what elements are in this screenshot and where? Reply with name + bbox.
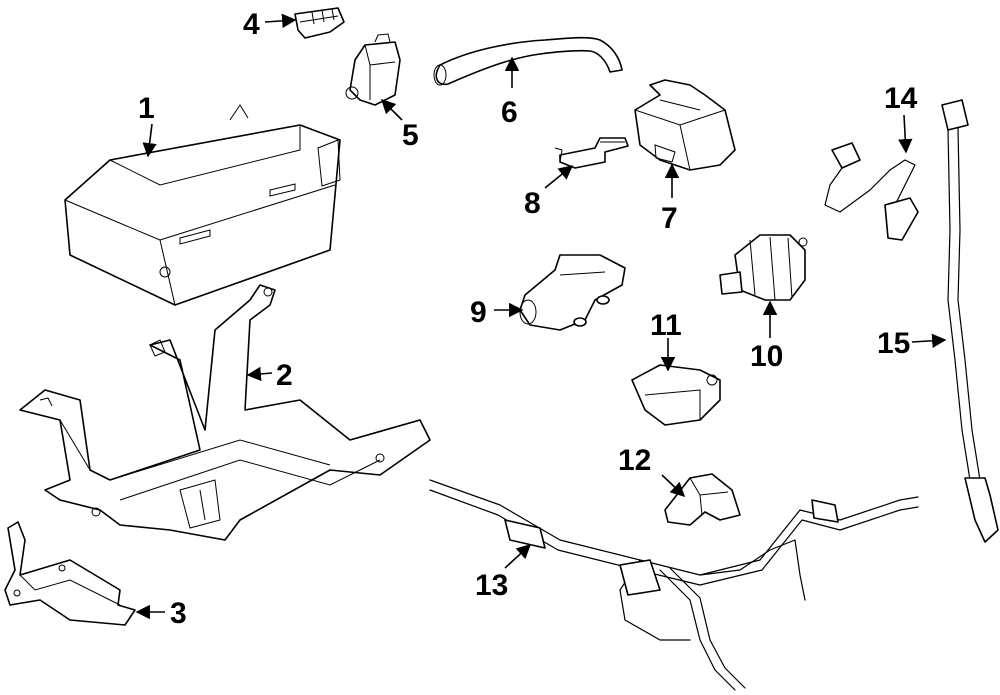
- part-1-canister: [64, 104, 341, 306]
- part-4-clip: [294, 7, 345, 39]
- callout-15: 15: [877, 327, 910, 360]
- part-13-harness: [429, 479, 919, 691]
- callout-2: 2: [276, 359, 293, 392]
- callout-labels: 1 2 3 4 5 6 7 8 9 10 11 12 13 14 15: [138, 8, 918, 630]
- part-15-sensor: [941, 99, 999, 543]
- callout-5: 5: [402, 119, 419, 152]
- callout-3: 3: [170, 597, 187, 630]
- part-10-pump: [719, 234, 808, 301]
- part-14-sensor: [824, 142, 919, 241]
- callout-7: 7: [661, 202, 678, 235]
- part-9-valve: [519, 254, 626, 331]
- callout-1: 1: [138, 92, 155, 125]
- leader-lines: [135, 13, 947, 620]
- callout-6: 6: [501, 96, 518, 129]
- callout-12: 12: [618, 444, 651, 477]
- callout-4: 4: [243, 8, 260, 41]
- callout-10: 10: [750, 340, 783, 373]
- part-7-solenoid: [634, 79, 736, 171]
- callout-9: 9: [470, 296, 487, 329]
- callout-13: 13: [475, 569, 508, 602]
- callout-14: 14: [884, 82, 918, 115]
- part-3-bracket: [4, 521, 136, 626]
- part-6-hose: [433, 36, 623, 86]
- part-8-bracket: [554, 137, 629, 169]
- callout-11: 11: [650, 309, 682, 342]
- part-12-sensor: [664, 473, 741, 526]
- part-5-valve: [345, 33, 401, 106]
- part-11-valve: [631, 364, 721, 426]
- part-2-bracket: [19, 284, 431, 541]
- callout-8: 8: [524, 187, 541, 220]
